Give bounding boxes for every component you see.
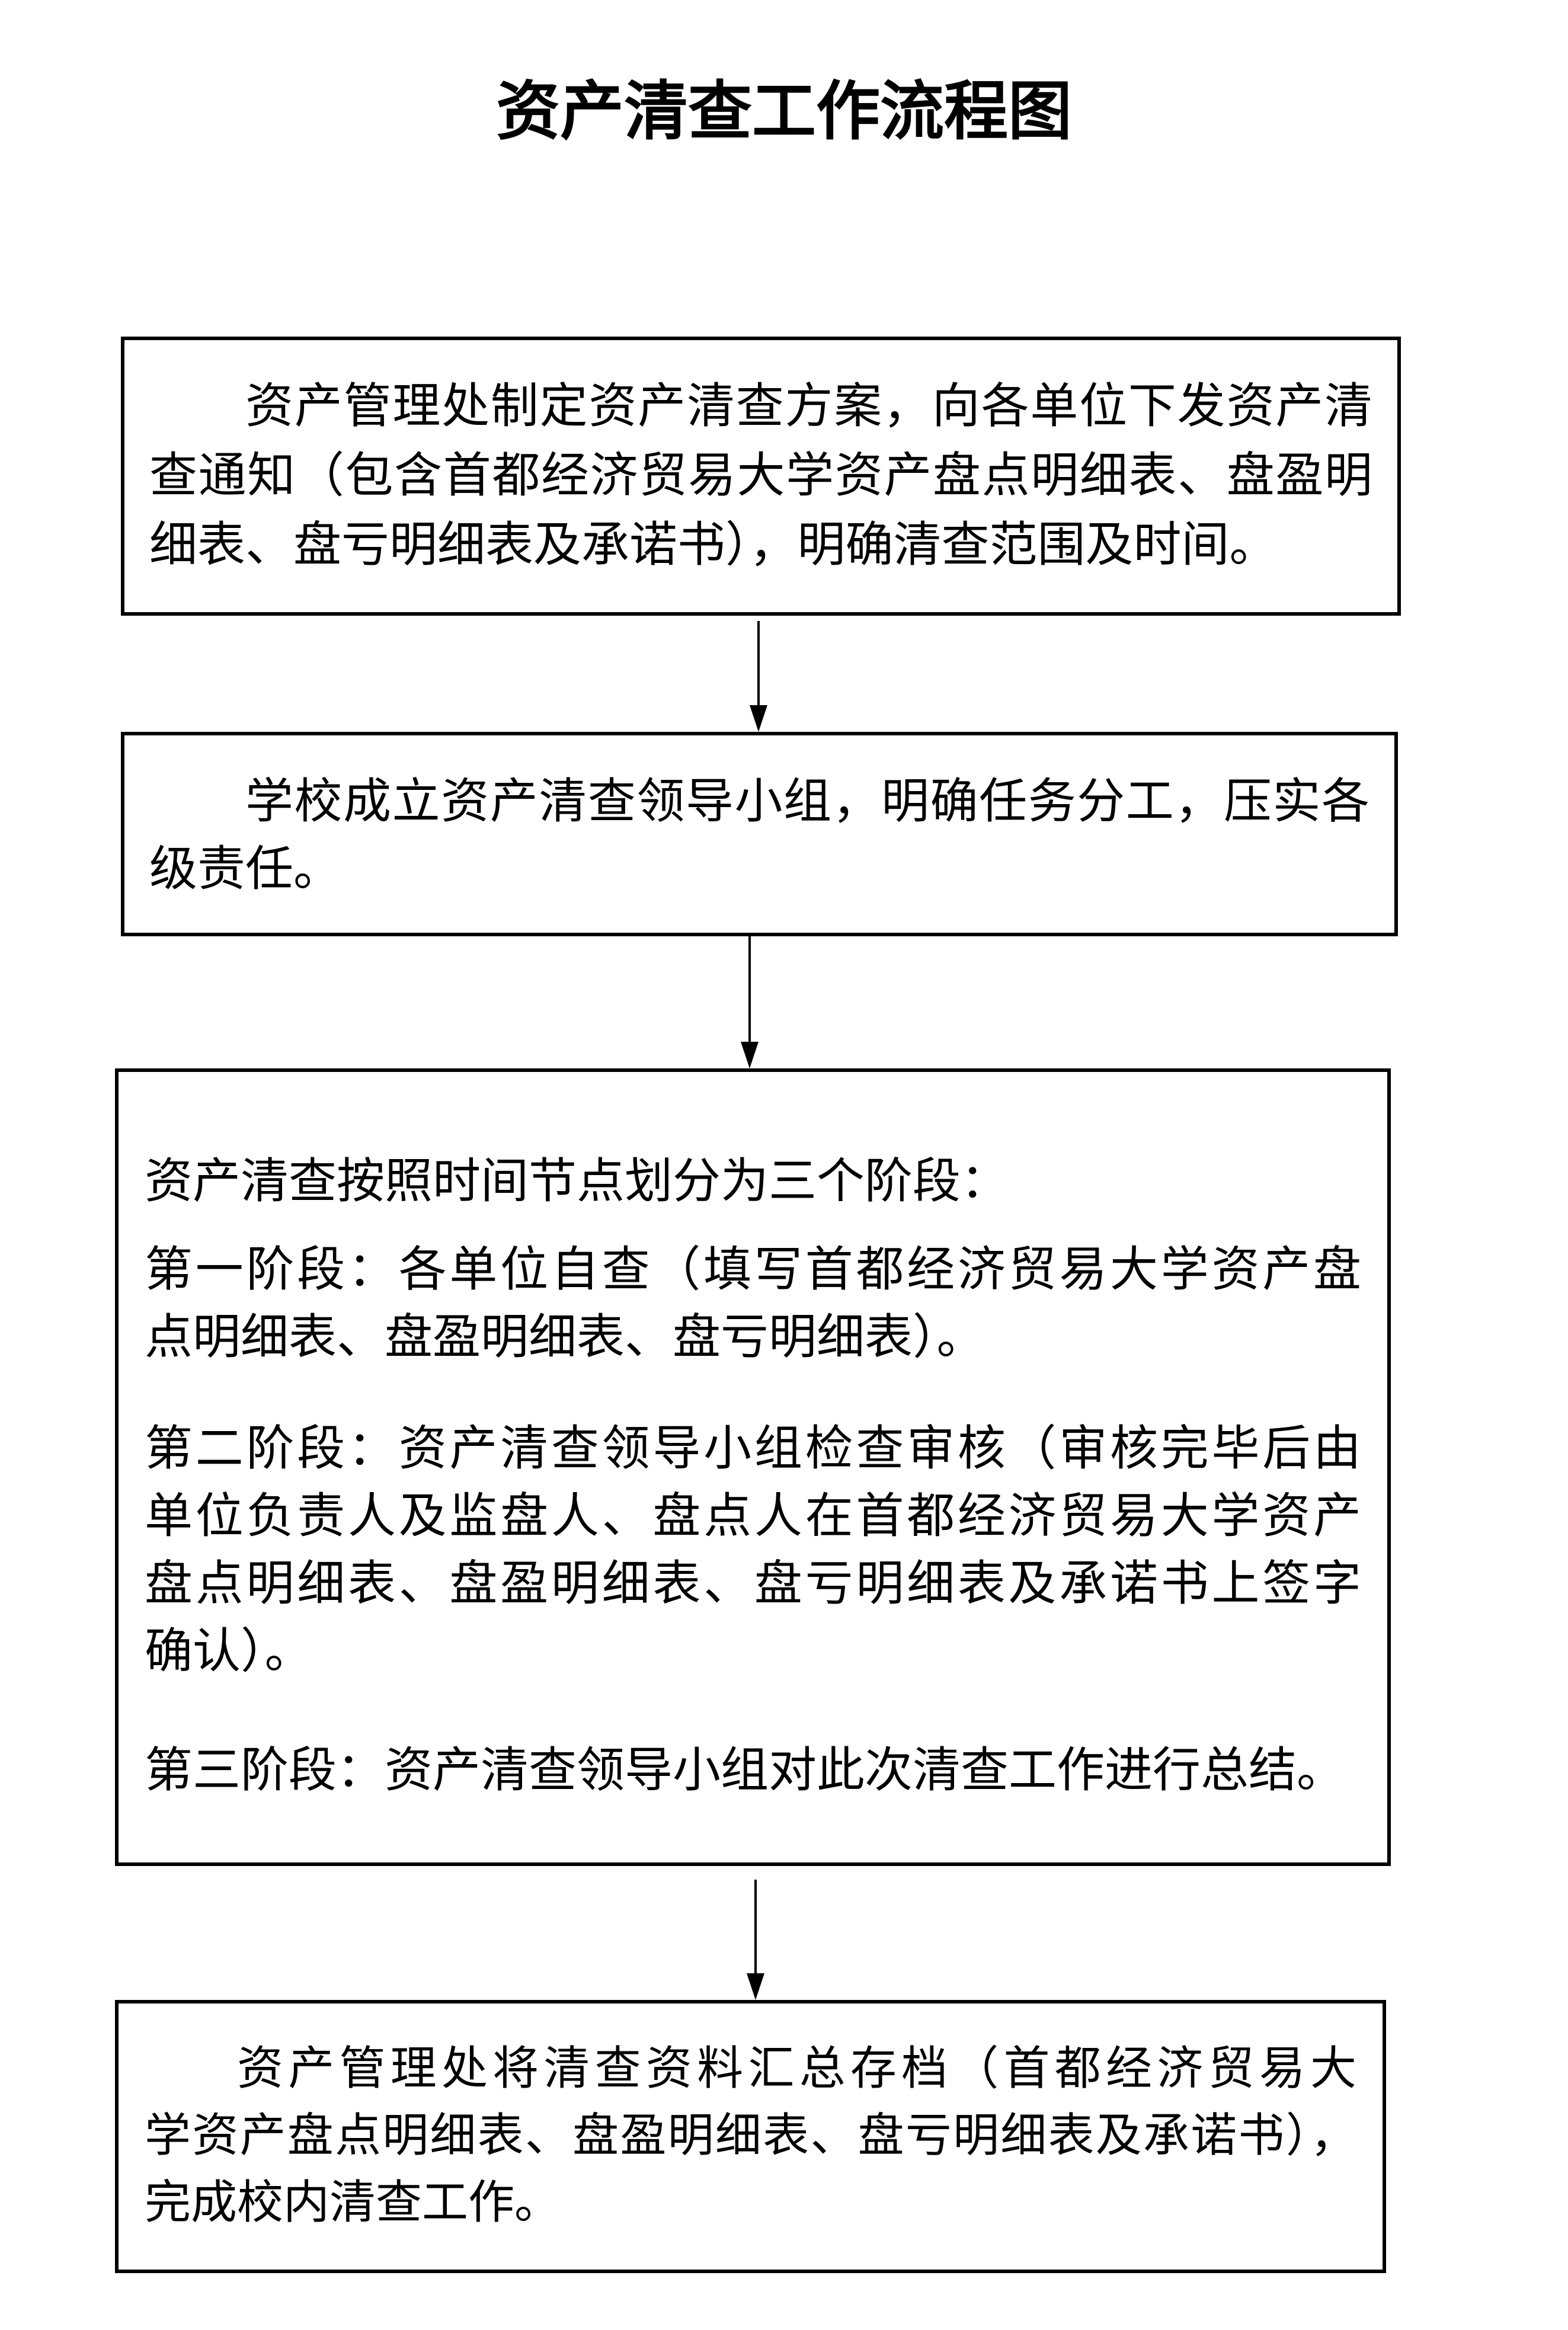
arrow-down-1 bbox=[750, 621, 767, 732]
step-text-line: 第一阶段：各单位自查（填写首都经济贸易大学资产盘 bbox=[145, 1242, 1361, 1298]
step-text-line: 单位负责人及监盘人、盘点人在首都经济贸易大学资产 bbox=[145, 1489, 1361, 1544]
step-text-line: 学资产盘点明细表、盘盈明细表、盘亏明细表及承诺书）， bbox=[145, 2109, 1356, 2162]
step-text-line: 学校成立资产清查领导小组，明确任务分工，压实各 bbox=[245, 774, 1369, 830]
arrow-down-3 bbox=[747, 1880, 764, 2000]
arrow-1-head bbox=[750, 705, 767, 732]
step-box-3: 资产清查按照时间节点划分为三个阶段： 第一阶段：各单位自查（填写首都经济贸易大学… bbox=[115, 1068, 1391, 1866]
phase-1-paragraph: 第一阶段：各单位自查（填写首都经济贸易大学资产盘 点明细表、盘盈明细表、盘亏明细… bbox=[145, 1236, 1361, 1371]
step-text-line: 资产管理处将清查资料汇总存档（首都经济贸易大 bbox=[237, 2042, 1356, 2095]
step-text-line: 盘点明细表、盘盈明细表、盘亏明细表及承诺书上签字 bbox=[145, 1556, 1361, 1612]
step-text-line: 细表、盘亏明细表及承诺书），明确清查范围及时间。 bbox=[149, 517, 1278, 573]
arrow-3-head bbox=[747, 1973, 764, 2000]
step-box-2: 学校成立资产清查领导小组，明确任务分工，压实各 级责任。 bbox=[121, 732, 1398, 936]
step-text-line: 完成校内清查工作。 bbox=[145, 2176, 561, 2229]
step-text-line: 资产管理处制定资产清查方案，向各单位下发资产清 bbox=[245, 379, 1372, 434]
step-text-line: 确认）。 bbox=[145, 1624, 313, 1679]
step-box-1: 资产管理处制定资产清查方案，向各单位下发资产清 查通知（包含首都经济贸易大学资产… bbox=[121, 337, 1401, 616]
step-text-line: 查通知（包含首都经济贸易大学资产盘点明细表、盘盈明 bbox=[149, 448, 1372, 504]
step-4-paragraph: 资产管理处将清查资料汇总存档（首都经济贸易大 学资产盘点明细表、盘盈明细表、盘亏… bbox=[145, 2035, 1356, 2236]
step-2-paragraph: 学校成立资产清查领导小组，明确任务分工，压实各 级责任。 bbox=[149, 768, 1369, 903]
phase-3-paragraph: 第三阶段：资产清查领导小组对此次清查工作进行总结。 bbox=[145, 1737, 1361, 1804]
phase-intro-paragraph: 资产清查按照时间节点划分为三个阶段： bbox=[145, 1148, 1361, 1215]
phase-2-paragraph: 第二阶段：资产清查领导小组检查审核（审核完毕后由 单位负责人及监盘人、盘点人在首… bbox=[145, 1415, 1361, 1685]
step-text-line: 第三阶段：资产清查领导小组对此次清查工作进行总结。 bbox=[145, 1743, 1345, 1798]
step-text-line: 点明细表、盘盈明细表、盘亏明细表）。 bbox=[145, 1310, 985, 1365]
arrow-down-2 bbox=[741, 936, 759, 1068]
step-text-line: 第二阶段：资产清查领导小组检查审核（审核完毕后由 bbox=[145, 1421, 1361, 1477]
flowchart-title: 资产清查工作流程图 bbox=[495, 75, 1072, 149]
step-box-4: 资产管理处将清查资料汇总存档（首都经济贸易大 学资产盘点明细表、盘盈明细表、盘亏… bbox=[115, 2000, 1386, 2273]
step-text-line: 级责任。 bbox=[149, 841, 342, 897]
arrow-2-head bbox=[741, 1042, 759, 1068]
step-text-line: 资产清查按照时间节点划分为三个阶段： bbox=[145, 1154, 1009, 1209]
step-1-paragraph: 资产管理处制定资产清查方案，向各单位下发资产清 查通知（包含首都经济贸易大学资产… bbox=[149, 372, 1372, 580]
